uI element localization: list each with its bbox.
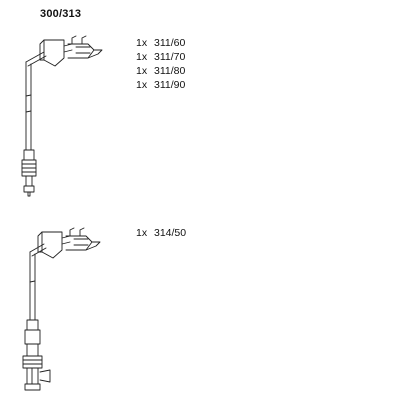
- part-row: 1x 311/70: [136, 50, 185, 64]
- part-number: 314/50: [154, 227, 187, 239]
- part-number: 311/60: [154, 37, 186, 49]
- ignition-lead-drawing-1: [21, 35, 103, 197]
- part-number: 311/90: [154, 79, 186, 91]
- connector-2: [22, 319, 51, 391]
- part-quantity: 1x: [136, 227, 148, 239]
- part-quantity: 1x: [136, 79, 148, 91]
- part-quantity: 1x: [136, 37, 148, 49]
- spark-plug-connector-1: [21, 149, 37, 197]
- parts-list-2: 1x 314/50: [136, 226, 186, 240]
- parts-list-1: 1x 311/60 1x 311/70 1x 311/80 1x 311/90: [136, 36, 185, 92]
- cable-2: [29, 243, 47, 321]
- part-quantity: 1x: [136, 65, 148, 77]
- part-row: 1x 311/80: [136, 64, 185, 78]
- kit-number: 300/313: [40, 8, 82, 20]
- cable-1: [25, 51, 47, 151]
- part-row: 1x 311/90: [136, 78, 185, 92]
- part-number: 311/70: [154, 51, 186, 63]
- part-number: 311/80: [154, 65, 186, 77]
- terminal-clip-1: [67, 35, 103, 59]
- part-row: 1x 311/60: [136, 36, 185, 50]
- terminal-clip-2: [65, 227, 101, 251]
- part-quantity: 1x: [136, 51, 148, 63]
- part-row: 1x 314/50: [136, 226, 186, 240]
